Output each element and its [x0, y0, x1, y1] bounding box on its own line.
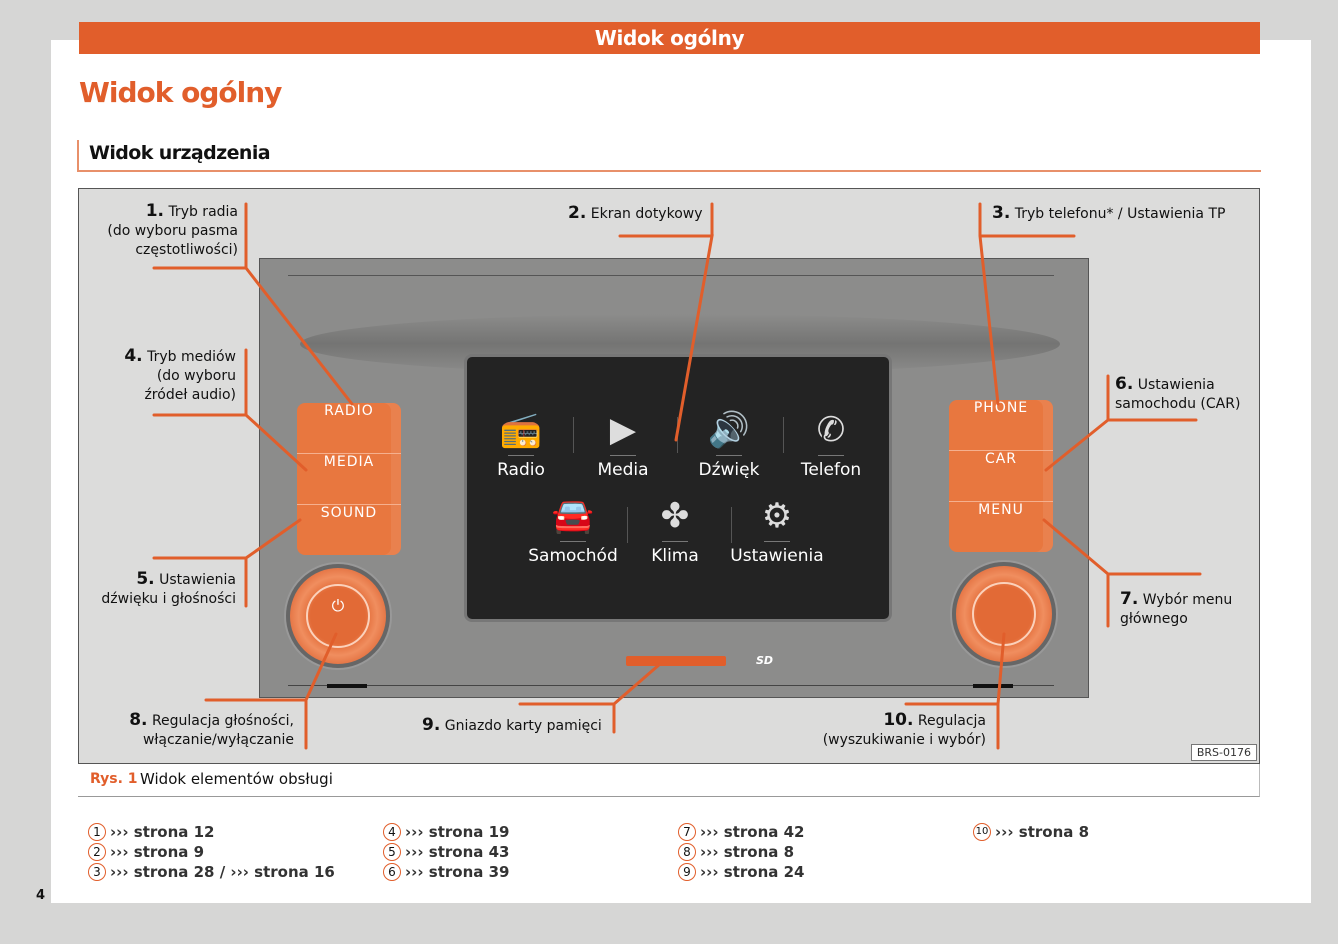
header-bar: Widok ogólny: [79, 22, 1260, 54]
device-bottom-line: [288, 685, 1054, 686]
sound-button[interactable]: SOUND: [320, 505, 378, 521]
reference-item[interactable]: 4››› strona 19: [383, 822, 509, 842]
callout-9: 9. Gniazdo karty pamięci: [422, 715, 602, 735]
media-button[interactable]: MEDIA: [297, 454, 401, 505]
screen-item-label: Media: [597, 460, 649, 480]
screen-item-settings[interactable]: ⚙ Ustawienia: [727, 493, 827, 566]
volume-power-knob[interactable]: ⏻: [286, 564, 390, 668]
screen-item-label: Radio: [497, 460, 545, 480]
screen-item-label: Telefon: [800, 460, 862, 480]
car-button[interactable]: CAR: [949, 451, 1053, 502]
reference-column-4: 10››› strona 8: [973, 822, 1089, 842]
device-top-line: [288, 275, 1054, 276]
power-icon: ⏻: [331, 596, 345, 615]
figure-caption: Rys. 1 Widok elementów obsługi: [78, 764, 1260, 797]
callout-3: 3. Tryb telefonu* / Ustawienia TP: [992, 203, 1226, 223]
sd-logo: SD: [756, 654, 774, 667]
figure-code: BRS-0176: [1190, 744, 1257, 761]
reference-item[interactable]: 2››› strona 9: [88, 842, 335, 862]
caption-number: Rys. 1: [90, 771, 138, 787]
reference-column-1: 1››› strona 12 2››› strona 9 3››› strona…: [88, 822, 335, 882]
screen-item-media[interactable]: ▶ Media: [573, 407, 673, 480]
menu-button[interactable]: MENU: [978, 502, 1024, 518]
page-title: Widok ogólny: [79, 76, 282, 109]
vent-slit-right: [973, 684, 1013, 688]
screen-item-sound[interactable]: 🔊 Dźwięk: [679, 407, 779, 480]
reference-item[interactable]: 6››› strona 39: [383, 862, 509, 882]
radio-button[interactable]: RADIO: [297, 403, 401, 454]
reference-item[interactable]: 3››› strona 28 / ››› strona 16: [88, 862, 335, 882]
vent-slit-left: [327, 684, 367, 688]
divider: [627, 507, 628, 543]
screen-item-label: Samochód: [528, 546, 618, 566]
screen-item-label: Ustawienia: [730, 546, 824, 566]
callout-2: 2. Ekran dotykowy: [568, 203, 703, 223]
page-number: 4: [36, 888, 46, 903]
reference-item[interactable]: 7››› strona 42: [678, 822, 804, 842]
section-title: Widok urządzenia: [89, 142, 271, 164]
sd-card-slot[interactable]: [626, 656, 726, 666]
divider: [677, 417, 678, 453]
reference-item[interactable]: 8››› strona 8: [678, 842, 804, 862]
screen-item-radio[interactable]: 📻 Radio: [471, 407, 571, 480]
touch-screen[interactable]: 📻 Radio ▶ Media 🔊 Dźwięk ✆ Telefon 🚘 Samochód…: [464, 354, 892, 622]
divider: [783, 417, 784, 453]
reference-column-3: 7››› strona 42 8››› strona 8 9››› strona…: [678, 822, 804, 882]
divider: [731, 507, 732, 543]
phone-icon: ✆: [816, 410, 846, 450]
climate-icon: ✤: [660, 496, 690, 536]
radio-icon: 📻: [499, 410, 543, 450]
speaker-icon: 🔊: [707, 410, 751, 450]
play-icon: ▶: [609, 410, 637, 450]
screen-item-label: Dźwięk: [698, 460, 760, 480]
section-heading: Widok urządzenia: [77, 140, 1261, 172]
screen-item-phone[interactable]: ✆ Telefon: [781, 407, 881, 480]
gears-icon: ⚙: [761, 496, 793, 536]
callout-10: 10. Regulacja(wyszukiwanie i wybór): [822, 710, 986, 749]
right-button-stack: PHONE CAR MENU: [949, 400, 1053, 552]
reference-item[interactable]: 1››› strona 12: [88, 822, 335, 842]
car-icon: 🚘: [551, 496, 595, 536]
callout-8: 8. Regulacja głośności,włączanie/wyłącza…: [129, 710, 294, 749]
divider: [573, 417, 574, 453]
screen-item-label: Klima: [651, 546, 699, 566]
reference-item[interactable]: 9››› strona 24: [678, 862, 804, 882]
phone-button[interactable]: PHONE: [949, 400, 1053, 451]
left-button-stack: RADIO MEDIA SOUND: [297, 403, 401, 555]
reference-item[interactable]: 10››› strona 8: [973, 822, 1089, 842]
screen-item-car[interactable]: 🚘 Samochód: [523, 493, 623, 566]
reference-column-2: 4››› strona 19 5››› strona 43 6››› stron…: [383, 822, 509, 882]
screen-item-climate[interactable]: ✤ Klima: [625, 493, 725, 566]
reference-item[interactable]: 5››› strona 43: [383, 842, 509, 862]
tune-select-knob[interactable]: [952, 562, 1056, 666]
caption-text: Widok elementów obsługi: [140, 770, 333, 788]
